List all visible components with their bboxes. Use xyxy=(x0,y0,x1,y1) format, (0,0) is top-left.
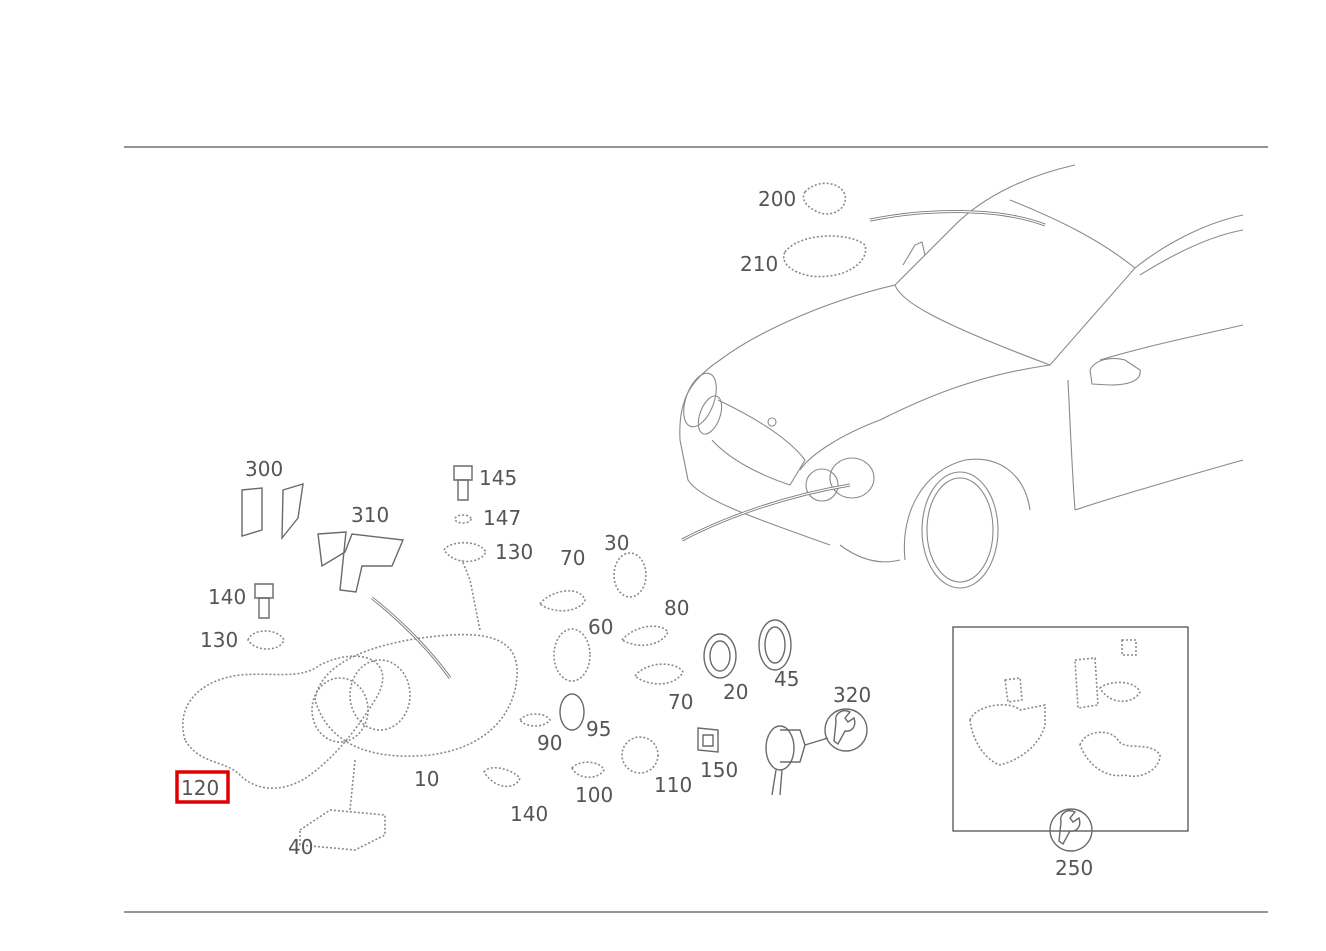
part-140a xyxy=(254,583,274,619)
callout-100[interactable]: 100 xyxy=(575,783,613,807)
arrow-to-headlamp xyxy=(681,483,851,542)
callout-130[interactable]: 130 xyxy=(495,540,533,564)
callout-40[interactable]: 40 xyxy=(288,835,313,859)
callout-70[interactable]: 70 xyxy=(668,690,693,714)
callout-20[interactable]: 20 xyxy=(723,680,748,704)
part-210 xyxy=(783,235,867,278)
part-80 xyxy=(620,625,669,647)
part-300 xyxy=(241,483,304,541)
part-70a xyxy=(538,590,586,612)
callout-95[interactable]: 95 xyxy=(586,717,611,741)
callout-310[interactable]: 310 xyxy=(351,503,389,527)
inset-parts xyxy=(969,639,1161,777)
part-10-headlamp xyxy=(311,559,518,757)
part-45 xyxy=(758,619,792,671)
callout-120[interactable]: 120 xyxy=(181,776,219,800)
callout-10[interactable]: 10 xyxy=(414,767,439,791)
callout-70[interactable]: 70 xyxy=(560,546,585,570)
part-100 xyxy=(571,761,605,779)
part-110 xyxy=(621,736,659,774)
callout-250[interactable]: 250 xyxy=(1055,856,1093,880)
callout-320[interactable]: 320 xyxy=(833,683,871,707)
callout-147[interactable]: 147 xyxy=(483,506,521,530)
arrow-to-housing xyxy=(371,596,452,679)
part-90 xyxy=(518,713,551,727)
callout-200[interactable]: 200 xyxy=(758,187,796,211)
part-20 xyxy=(703,633,737,679)
part-30 xyxy=(613,552,647,598)
callout-300[interactable]: 300 xyxy=(245,457,283,481)
wrench-icon xyxy=(824,708,868,752)
part-145 xyxy=(453,465,473,501)
callout-145[interactable]: 145 xyxy=(479,466,517,490)
wrench-icon xyxy=(1049,808,1093,852)
part-140b xyxy=(483,766,521,788)
callout-45[interactable]: 45 xyxy=(774,667,799,691)
part-60 xyxy=(553,628,591,682)
callout-140[interactable]: 140 xyxy=(208,585,246,609)
part-130b xyxy=(247,630,285,650)
callout-130[interactable]: 130 xyxy=(200,628,238,652)
detail-inset xyxy=(952,626,1189,832)
part-147 xyxy=(454,514,472,524)
part-40 xyxy=(299,759,386,851)
callout-140[interactable]: 140 xyxy=(510,802,548,826)
vehicle-outline xyxy=(679,164,1244,589)
callout-150[interactable]: 150 xyxy=(700,758,738,782)
callout-30[interactable]: 30 xyxy=(604,531,629,555)
callout-90[interactable]: 90 xyxy=(537,731,562,755)
callout-110[interactable]: 110 xyxy=(654,773,692,797)
part-320-assembly xyxy=(765,725,829,796)
part-95 xyxy=(559,693,585,731)
part-70b xyxy=(633,663,684,685)
arrow-to-windshield xyxy=(869,210,1046,227)
part-150 xyxy=(697,727,719,753)
part-200 xyxy=(802,182,846,215)
callout-120-highlight xyxy=(175,770,230,804)
part-130a xyxy=(443,541,487,563)
part-120-gasket xyxy=(182,655,384,789)
part-310 xyxy=(317,531,405,593)
callout-80[interactable]: 80 xyxy=(664,596,689,620)
callout-210[interactable]: 210 xyxy=(740,252,778,276)
callout-60[interactable]: 60 xyxy=(588,615,613,639)
